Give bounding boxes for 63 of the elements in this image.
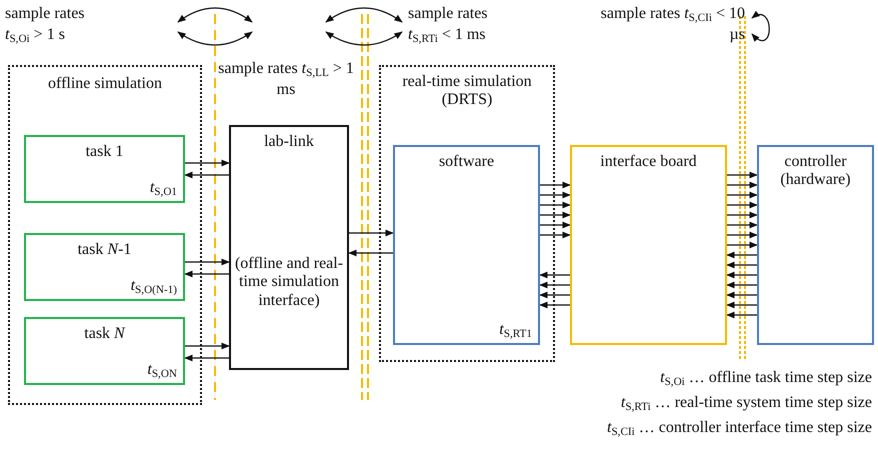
process-box: [229, 125, 349, 370]
legend-note: t$_{S,RTi}$ … real-time system time step size: [620, 393, 872, 414]
process-box: [757, 145, 874, 345]
legend-note: t$_{S,CIi}$ … controller interface time step size: [606, 418, 872, 439]
node-title: interface board: [599, 153, 698, 172]
arrow: [184, 172, 229, 178]
process-box: [24, 135, 185, 203]
arrow: [348, 250, 393, 256]
sample-rate-label: sample rates t$_{S,LL}$ > 1 ms: [218, 59, 354, 100]
arrow: [185, 342, 230, 350]
arrow: [726, 252, 757, 258]
arrow: [540, 212, 571, 218]
arrow: [184, 354, 229, 362]
arrow: [727, 242, 758, 248]
arrow: [726, 262, 757, 268]
arrow: [727, 202, 758, 208]
arrow: [727, 172, 758, 178]
node-title: software: [438, 153, 496, 172]
node-description: (offline and real-time simulation interface): [234, 255, 344, 310]
arrow: [726, 292, 757, 298]
node-title: task N-1: [76, 241, 132, 260]
arrow: [727, 212, 758, 218]
time-step-label: t$_{S,RT1}$: [499, 320, 532, 339]
arrow: [539, 272, 570, 278]
arrow: [727, 232, 758, 238]
arrow: [184, 270, 229, 278]
process-box: [393, 145, 540, 345]
legend-note: t$_{S,Oi}$ … offline task time step size: [660, 368, 872, 389]
dotted-group-frame: [8, 65, 202, 405]
arrow: [539, 282, 570, 288]
node-title: lab-link: [263, 133, 315, 152]
node-title: real-time simulation (DRTS): [401, 73, 533, 110]
process-box: [570, 145, 727, 345]
sample-rate-label: sample rates t$_{S,CIi}$ < 10 µs: [600, 4, 745, 45]
sample-rate-label: sample rates t$_{S,Oi}$ > 1 s: [5, 4, 86, 46]
node-title: controller (hardware): [779, 153, 852, 190]
arrow: [727, 222, 758, 228]
arrow: [540, 202, 571, 208]
time-step-label: t$_{S,ON}$: [147, 360, 177, 379]
process-box: [24, 317, 185, 385]
arrow: [349, 230, 394, 236]
arrow: [540, 192, 571, 198]
arrow: [726, 282, 757, 288]
arrow: [185, 258, 230, 266]
arrow: [727, 192, 758, 198]
sample-rate-label: sample rates t$_{S,RTi}$ < 1 ms: [408, 4, 489, 46]
arrow: [540, 232, 571, 238]
arrow: [539, 292, 570, 298]
arrow: [726, 312, 757, 318]
arrow: [726, 272, 757, 278]
arrow: [539, 302, 570, 308]
arrow: [540, 222, 571, 228]
time-step-label: t$_{S,O(N-1)}$: [130, 276, 177, 295]
arrow: [185, 160, 230, 166]
process-box: [24, 233, 185, 301]
arrow: [727, 182, 758, 188]
arrow: [726, 302, 757, 308]
node-title: task 1: [84, 143, 124, 162]
arrow: [540, 182, 571, 188]
dotted-group-frame: [379, 65, 555, 362]
node-title: task N: [83, 325, 126, 344]
time-step-label: t$_{S,O1}$: [150, 178, 177, 197]
node-title: offline simulation: [47, 75, 163, 94]
